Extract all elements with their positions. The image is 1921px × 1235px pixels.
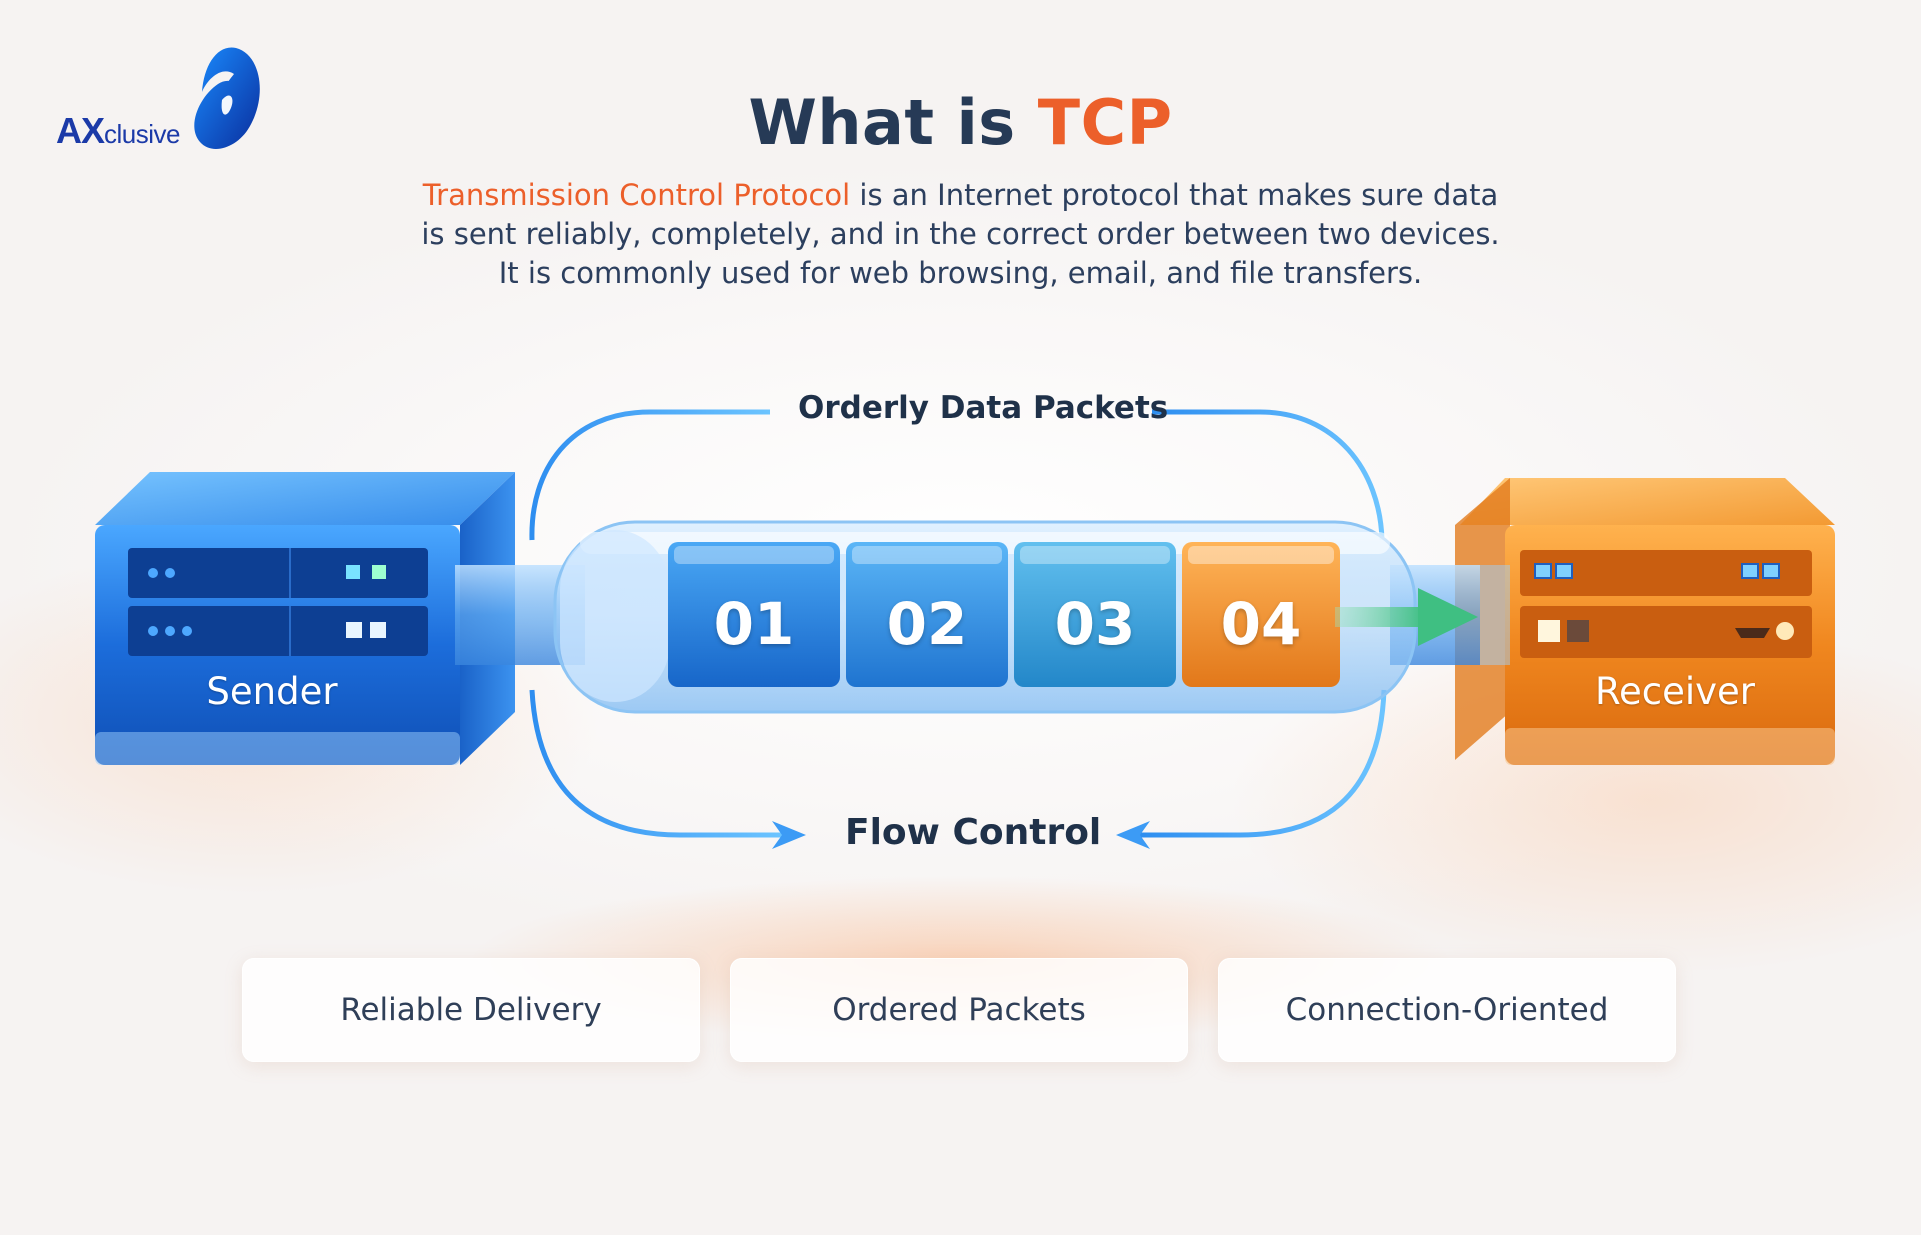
description: Transmission Control Protocol is an Inte… [0,176,1921,293]
logo-swoosh-icon [194,47,260,149]
flow-arc-top-right [1152,409,1385,541]
title-plain: What is [748,86,1038,159]
sender-server [95,472,515,765]
description-line-2: is sent reliably, completely, and in the… [421,217,1500,251]
flow-arc-bottom-left [529,689,782,838]
orderly-packets-label: Orderly Data Packets [798,390,1169,426]
flow-arrow-left-icon [1116,821,1150,849]
description-accent: Transmission Control Protocol [422,178,851,212]
flow-arc-top-left [529,409,770,541]
flow-arc-bottom-right [1140,689,1387,838]
title-accent: TCP [1037,86,1173,159]
feature-card-connection-oriented: Connection-Oriented [1218,958,1676,1062]
logo-prefix: AX [56,110,105,151]
packet-03-label: 03 [1054,590,1136,658]
brand-logo: AXclusive [56,44,266,154]
flow-control-label: Flow Control [845,812,1102,853]
receiver-server [1455,478,1835,765]
delivery-arrow-icon [1335,588,1478,646]
brand-wordmark: AXclusive [56,110,180,152]
description-line-1-rest: is an Internet protocol that makes sure … [850,178,1499,212]
packet-02-label: 02 [886,590,968,658]
receiver-label: Receiver [1594,670,1756,713]
packet-01-label: 01 [713,590,795,658]
logo-suffix: clusive [104,119,180,149]
packet-02 [846,542,1008,687]
packet-03 [1014,542,1176,687]
description-line-1: Transmission Control Protocol is an Inte… [0,176,1921,215]
feature-cards: Reliable Delivery Ordered Packets Connec… [242,958,1680,1064]
packet-04 [1182,542,1340,687]
feature-card-reliable-delivery: Reliable Delivery [242,958,700,1062]
page-title: What is TCP [0,86,1921,159]
flow-arrow-right-icon [772,821,806,849]
sender-label: Sender [206,670,338,713]
packet-01 [668,542,840,687]
description-line-3: It is commonly used for web browsing, em… [498,256,1423,290]
packet-04-label: 04 [1220,590,1302,658]
feature-card-ordered-packets: Ordered Packets [730,958,1188,1062]
